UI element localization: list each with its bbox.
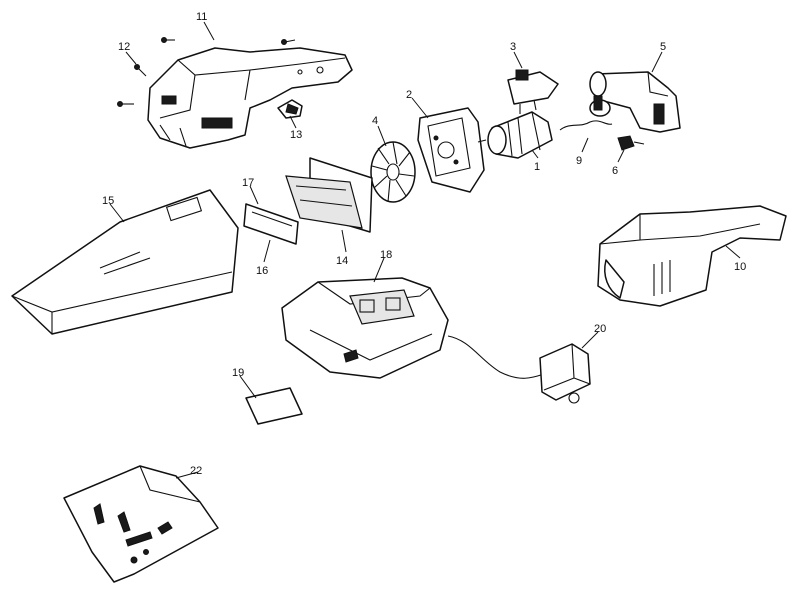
part-4-fan	[370, 141, 416, 203]
part-19-label-card	[245, 387, 303, 425]
callout-16: 16	[256, 265, 268, 277]
part-15-dust-bowl	[11, 189, 239, 335]
callout-19: 19	[232, 367, 244, 379]
part-6-terminal	[617, 135, 645, 151]
callout-13: 13	[290, 129, 302, 141]
callout-5: 5	[660, 41, 666, 53]
callout-17: 17	[242, 177, 254, 189]
part-14-filter	[285, 157, 373, 233]
part-5-battery-pack	[589, 71, 681, 133]
part-16-filter-frame	[243, 203, 299, 245]
callout-labels: 11 12 13 3 2 4 1 5 9 6 10 15 17 16 14 18…	[102, 11, 746, 477]
callout-2: 2	[406, 89, 412, 101]
callout-15: 15	[102, 195, 114, 207]
part-9-wire	[559, 120, 613, 131]
leader-lines	[109, 21, 741, 479]
part-11-housing-top	[147, 47, 353, 149]
callout-14: 14	[336, 255, 348, 267]
callout-6: 6	[612, 165, 618, 177]
part-12-screws	[117, 37, 296, 107]
part-18-charging-base	[281, 277, 449, 379]
callout-18: 18	[380, 249, 392, 261]
power-cord	[447, 335, 545, 379]
callout-22: 22	[190, 465, 202, 477]
part-20-adapter	[539, 343, 591, 404]
part-2-motor-plate	[417, 107, 485, 193]
part-3-switch	[507, 69, 559, 114]
callout-20: 20	[594, 323, 606, 335]
callout-1: 1	[534, 161, 540, 173]
part-13-clip	[277, 99, 303, 119]
callout-9: 9	[576, 155, 582, 167]
callout-3: 3	[510, 41, 516, 53]
callout-4: 4	[372, 115, 378, 127]
callout-11: 11	[196, 11, 207, 23]
part-1-motor	[477, 111, 553, 159]
part-22-parts-bag	[63, 465, 219, 583]
callout-12: 12	[118, 41, 130, 53]
callout-10: 10	[734, 261, 746, 273]
part-10-housing-bottom	[597, 205, 787, 307]
